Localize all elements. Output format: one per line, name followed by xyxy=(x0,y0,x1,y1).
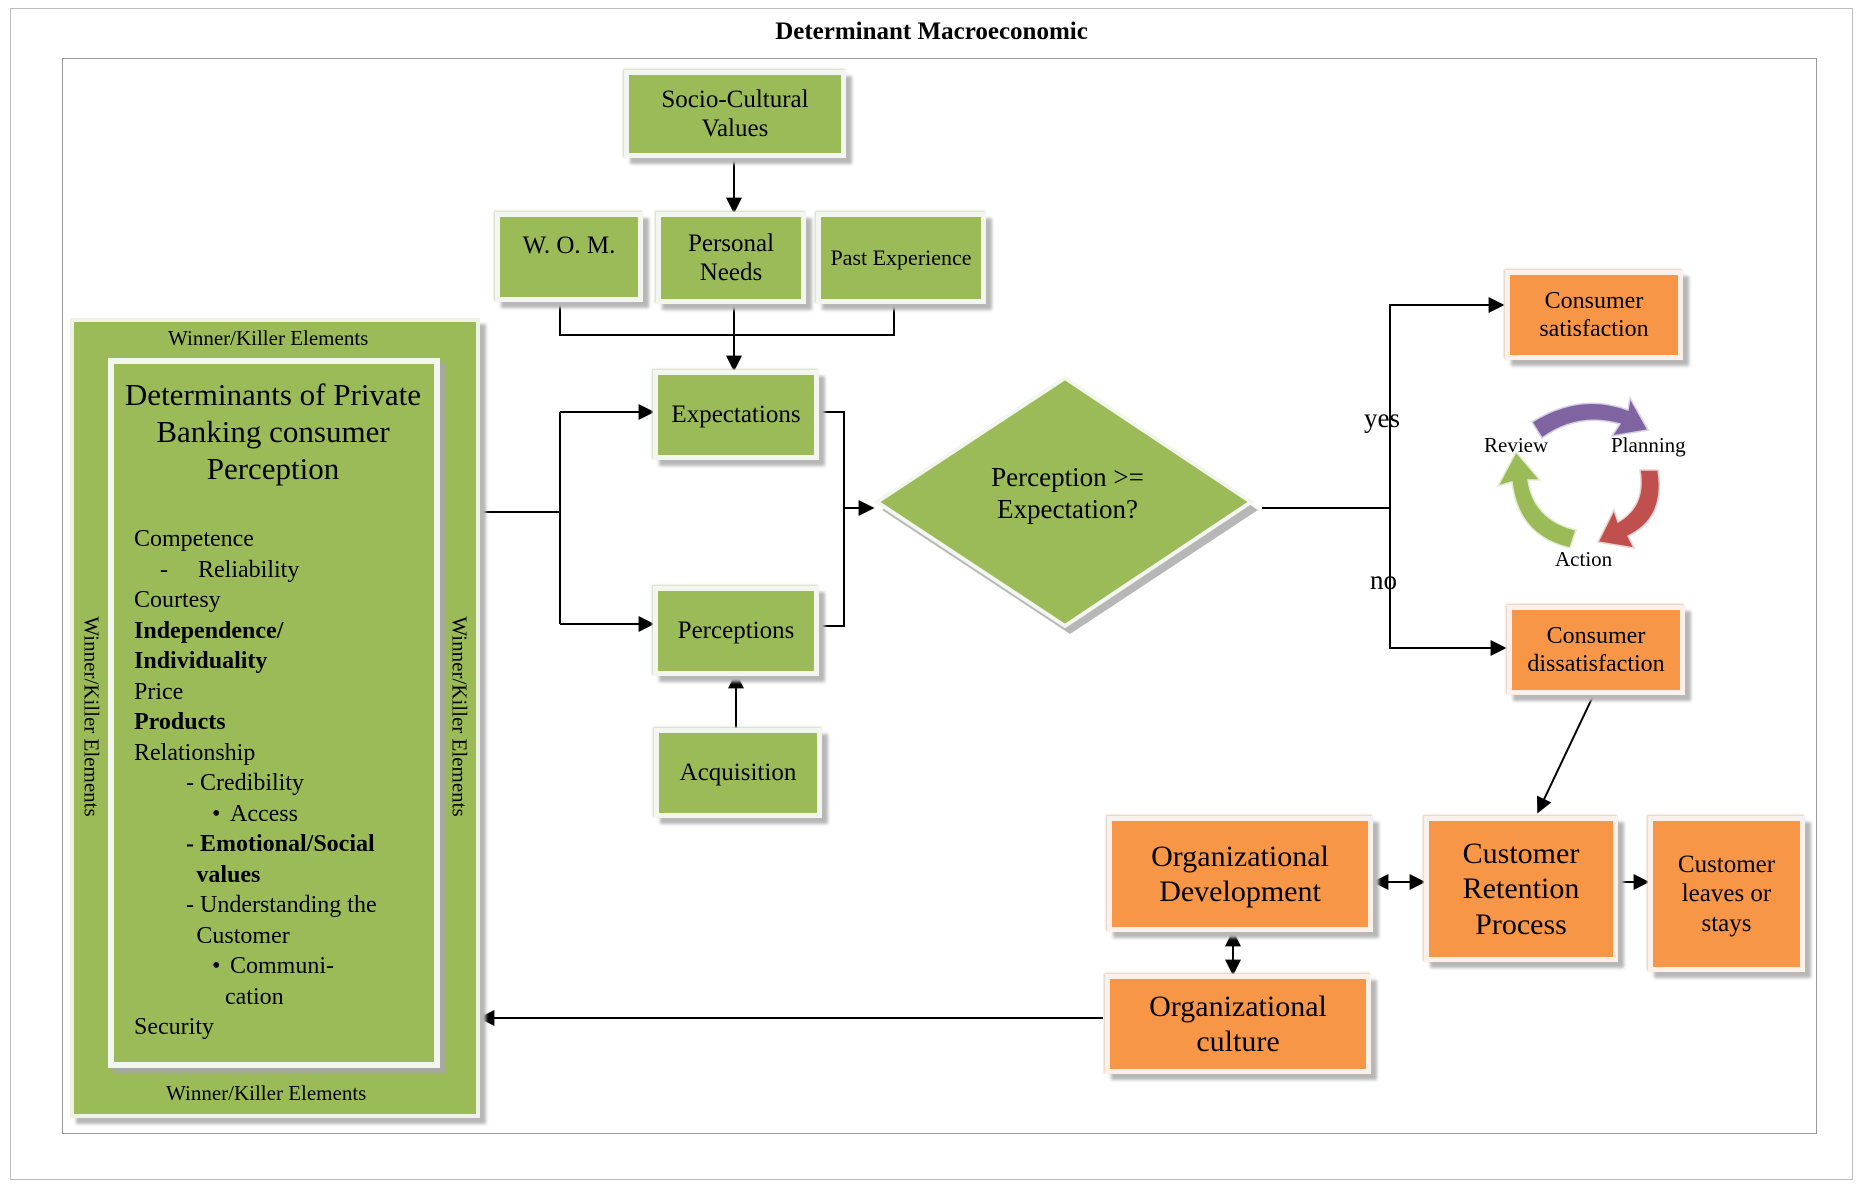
arrow-dissatisfaction-to-retention xyxy=(1536,691,1596,814)
consumer-satisfaction-box: Consumer satisfaction xyxy=(1505,270,1683,360)
determinant-item-text: Customer xyxy=(196,922,290,949)
diagram-title: Determinant Macroeconomic xyxy=(775,18,1088,45)
determinant-item: Competence xyxy=(134,524,377,555)
determinant-item: Customer xyxy=(134,921,377,952)
determinant-item-text: - Emotional/Social xyxy=(186,831,375,857)
org-development-box: Organizational Development xyxy=(1107,816,1373,932)
panel-label-right: Winner/Killer Elements xyxy=(447,616,472,817)
determinant-item: Individuality xyxy=(134,646,377,677)
determinant-item: Relationship xyxy=(134,738,377,769)
determinant-item-text: Relationship xyxy=(134,739,256,766)
yes-label: yes xyxy=(1364,403,1400,433)
determinant-item-text: Independence/ xyxy=(134,617,284,644)
consumer-dissatisfaction-label: Consumer dissatisfaction xyxy=(1527,622,1665,677)
bullet-icon: • xyxy=(212,800,221,827)
determinant-item: cation xyxy=(134,982,377,1013)
org-development-label: Organizational Development xyxy=(1151,839,1329,908)
determinant-item: values xyxy=(134,860,377,891)
customer-retention-label: Customer Retention Process xyxy=(1462,836,1580,941)
perceptions-label: Perceptions xyxy=(677,617,795,645)
determinant-item-text: cation xyxy=(225,983,284,1010)
determinant-item-text: Courtesy xyxy=(134,587,221,613)
determinant-item-text: Products xyxy=(134,709,226,735)
org-culture-label: Organizational culture xyxy=(1149,989,1327,1058)
determinant-item: • Communi- xyxy=(134,951,377,982)
expectations-label: Expectations xyxy=(671,401,801,429)
personal-needs-label: Personal Needs xyxy=(687,229,775,287)
customer-retention-box: Customer Retention Process xyxy=(1424,816,1618,962)
arrow-yes-branch xyxy=(1389,297,1505,508)
determinant-item-text: Reliability xyxy=(198,556,300,583)
determinants-panel xyxy=(108,358,440,1068)
dash-icon: - xyxy=(160,556,168,583)
determinant-item-text: Security xyxy=(134,1014,214,1040)
personal-needs-box: Personal Needs xyxy=(656,212,806,304)
determinant-item-text: - Credibility xyxy=(186,770,304,796)
consumer-satisfaction-label: Consumer satisfaction xyxy=(1539,287,1649,342)
panel-label-bottom: Winner/Killer Elements xyxy=(166,1081,367,1105)
past-experience-box: Past Experience xyxy=(816,212,986,304)
determinant-item-text: Access xyxy=(230,800,298,827)
no-label: no xyxy=(1370,565,1397,595)
past-experience-label: Past Experience xyxy=(830,245,972,271)
perceptions-box: Perceptions xyxy=(653,586,819,676)
expectations-box: Expectations xyxy=(653,370,819,460)
determinant-item: - Reliability xyxy=(134,555,377,586)
determinant-item-text: Communi- xyxy=(230,953,335,979)
cycle-review-label: Review xyxy=(1484,433,1549,457)
line-perceptions-out xyxy=(818,508,845,627)
cycle-arrow-planning xyxy=(1530,395,1650,440)
cycle-arrow-action xyxy=(1596,469,1661,549)
wom-label: W. O. M. xyxy=(522,232,616,259)
wom-box: W. O. M. xyxy=(495,212,643,302)
acquisition-label: Acquisition xyxy=(679,759,797,787)
review-planning-action-cycle xyxy=(1496,395,1661,549)
cycle-action-label: Action xyxy=(1555,547,1613,571)
determinant-item-text: - Understanding the xyxy=(186,892,377,918)
determinant-item-text: Price xyxy=(134,678,184,705)
cycle-arrow-review xyxy=(1496,450,1577,549)
outer-frame xyxy=(10,8,1853,1180)
arrow-no-branch xyxy=(1389,508,1507,656)
line-expectations-out xyxy=(818,411,845,508)
decision-label: Perception >= Expectation? xyxy=(991,462,1144,524)
org-culture-box: Organizational culture xyxy=(1105,974,1371,1074)
cycle-planning-label: Planning xyxy=(1611,433,1686,457)
determinant-item: - Emotional/Social xyxy=(134,829,377,860)
acquisition-box: Acquisition xyxy=(654,728,822,818)
inner-frame xyxy=(62,58,1817,1134)
determinant-item: Products xyxy=(134,707,377,738)
consumer-dissatisfaction-box: Consumer dissatisfaction xyxy=(1507,605,1685,695)
socio-cultural-label: Socio-Cultural Values xyxy=(661,85,809,143)
determinant-item: • Access xyxy=(134,799,377,830)
determinant-item-text: Competence xyxy=(134,526,254,552)
customer-leaves-box: Customer leaves or stays xyxy=(1648,816,1805,972)
socio-cultural-box: Socio-Cultural Values xyxy=(624,70,846,158)
determinant-item: - Credibility xyxy=(134,768,377,799)
determinant-item: Independence/ xyxy=(134,616,377,647)
customer-leaves-label: Customer leaves or stays xyxy=(1677,850,1776,937)
bracket-inputs xyxy=(559,306,895,336)
determinant-item: Security xyxy=(134,1012,377,1043)
bullet-icon: • xyxy=(212,953,221,979)
determinant-item: - Understanding the xyxy=(134,890,377,921)
determinant-item: Price xyxy=(134,677,377,708)
determinant-item: Courtesy xyxy=(134,585,377,616)
decision-diamond xyxy=(873,375,1258,634)
panel-label-left: Winner/Killer Elements xyxy=(79,616,104,817)
determinant-item-text: Individuality xyxy=(134,648,268,674)
panel-heading: Determinants of Private Banking consumer… xyxy=(124,377,422,487)
determinant-item-text: values xyxy=(196,861,261,888)
panel-label-top: Winner/Killer Elements xyxy=(168,326,369,350)
